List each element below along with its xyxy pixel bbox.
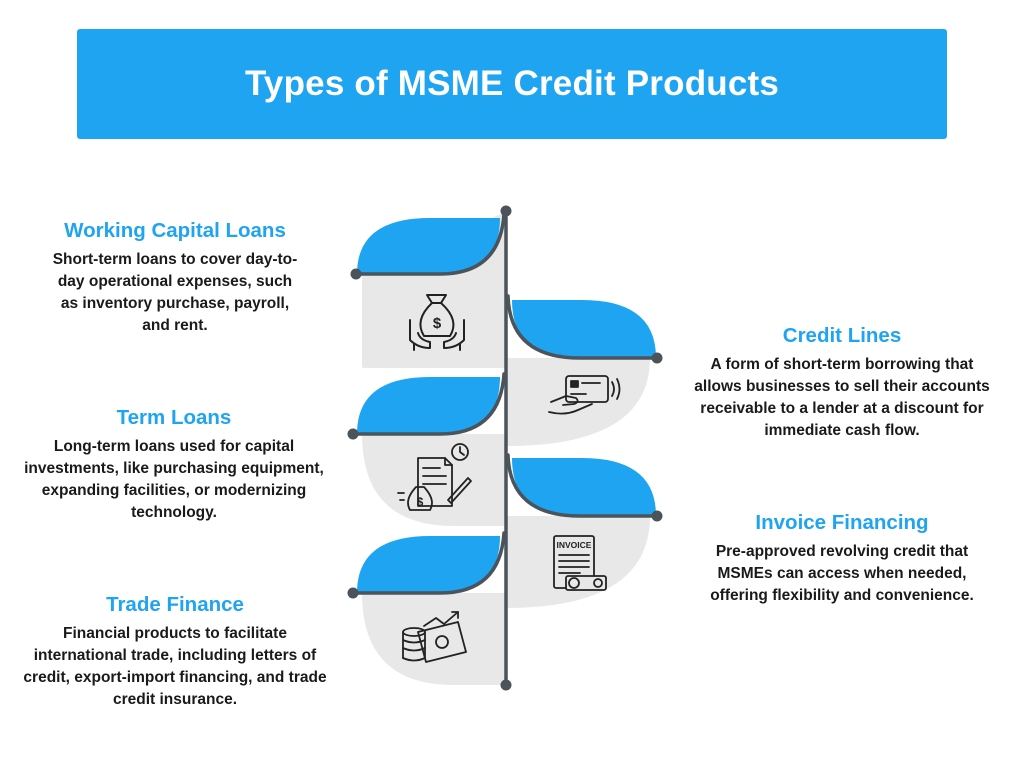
item-heading: Working Capital Loans	[64, 219, 286, 242]
contract-money-icon: $	[397, 443, 472, 511]
cash-growth-icon	[402, 611, 467, 663]
item-heading: Term Loans	[116, 406, 232, 429]
item-description: Pre-approved revolving credit that MSMEs…	[710, 543, 974, 604]
svg-text:$: $	[433, 315, 442, 332]
item-trade-finance: Trade Finance Financial products to faci…	[20, 593, 330, 711]
item-term-loans: Term Loans Long-term loans used for capi…	[24, 406, 324, 524]
stem-nodes	[347, 205, 663, 691]
item-heading: Invoice Financing	[755, 511, 929, 534]
title-banner: Types of MSME Credit Products	[77, 29, 947, 139]
item-invoice-financing: Invoice Financing Pre-approved revolving…	[686, 511, 998, 607]
item-description: A form of short-term borrowing that allo…	[694, 356, 990, 439]
item-description: Long-term loans used for capital investm…	[24, 438, 324, 521]
leaf-invoice-financing	[506, 458, 656, 608]
svg-text:$: $	[417, 495, 424, 509]
item-description: Short-term loans to cover day-to-day ope…	[52, 251, 298, 334]
page-title: Types of MSME Credit Products	[244, 64, 780, 103]
item-credit-lines: Credit Lines A form of short-term borrow…	[686, 324, 998, 442]
invoice-icon-label: INVOICE	[557, 540, 592, 550]
leaf-term-loans	[357, 377, 506, 526]
item-working-capital-loans: Working Capital Loans Short-term loans t…	[20, 219, 330, 337]
stem	[350, 209, 659, 687]
invoice-icon: INVOICE	[553, 535, 607, 591]
item-description: Financial products to facilitate interna…	[23, 625, 327, 708]
card-payment-icon	[548, 375, 621, 415]
leaf-trade-finance	[357, 536, 506, 685]
leaf-credit-lines	[506, 300, 656, 446]
item-heading: Trade Finance	[106, 593, 244, 616]
money-bag-hands-icon: $	[409, 294, 465, 351]
leaf-working-capital	[357, 212, 506, 368]
item-heading: Credit Lines	[782, 324, 902, 347]
